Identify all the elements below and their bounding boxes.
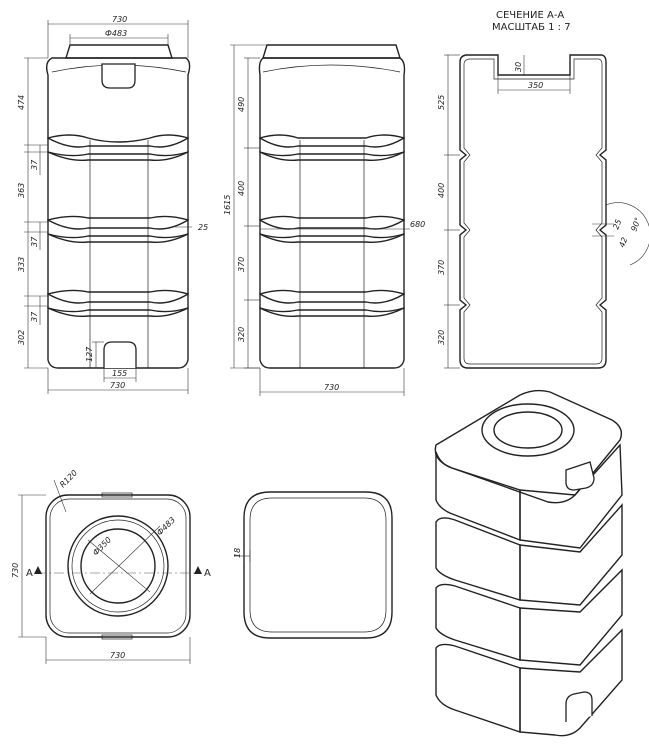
iso-neck-inner <box>493 411 563 449</box>
dim-sec-s4: 320 <box>437 330 446 345</box>
top-inner-opening <box>80 528 156 604</box>
cross-outer <box>243 491 393 639</box>
front-view: 730 Ф483 474 37 363 37 333 37 302 25 127… <box>17 15 208 394</box>
dim-mid-width: 680 <box>410 220 425 229</box>
front-section-4 <box>47 306 189 369</box>
dim-groove-depth: 25 <box>611 218 623 231</box>
dim-neck-depth: 30 <box>514 62 523 72</box>
dim-sec-s2: 400 <box>437 183 446 198</box>
dim-h6: 37 <box>30 311 39 322</box>
dim-groove-angle: 90° <box>629 216 642 232</box>
dim-groove-height: 42 <box>617 236 629 249</box>
dim-top-width: 730 <box>110 651 125 660</box>
front-bottom-hatch <box>103 341 137 368</box>
dim-inner-diameter: Ф350 <box>91 535 113 557</box>
dim-corner-radius: R120 <box>58 468 79 489</box>
section-scale: МАСШТАБ 1 : 7 <box>492 22 571 33</box>
side-neck <box>262 44 401 59</box>
dim-s4: 320 <box>237 327 246 342</box>
iso-top-cap <box>434 389 623 504</box>
dim-h7: 302 <box>17 330 26 345</box>
front-neck <box>65 44 173 59</box>
dim-top-height: 730 <box>11 563 20 578</box>
iso-tier4-left <box>435 643 521 733</box>
iso-top-hatch <box>565 461 595 491</box>
section-a-a: СЕЧЕНИЕ А-А МАСШТАБ 1 : 7 350 30 525 400… <box>437 10 649 369</box>
iso-tier2-right <box>519 503 623 606</box>
dim-h5: 333 <box>17 257 26 272</box>
side-body-top <box>258 57 406 139</box>
top-outer-ring <box>67 515 169 617</box>
dim-hatch-height: 127 <box>85 346 94 362</box>
section-title: СЕЧЕНИЕ А-А <box>496 10 564 21</box>
front-rib-2 <box>47 218 189 239</box>
front-body-top <box>45 57 191 143</box>
dim-h3: 363 <box>17 183 26 198</box>
dim-h2: 37 <box>30 159 39 170</box>
dim-outer-diameter: Ф483 <box>155 515 177 537</box>
dim-neck-diameter: Ф483 <box>105 29 127 38</box>
front-section-3 <box>47 232 189 295</box>
iso-tier1-right <box>519 443 623 549</box>
dim-h4: 37 <box>30 236 39 247</box>
dim-hatch-width: 155 <box>112 369 127 378</box>
dim-neck-width: 350 <box>528 81 543 90</box>
dim-wall: 18 <box>233 548 242 558</box>
front-top-hatch <box>101 63 136 89</box>
dim-sec-s3: 370 <box>437 260 446 275</box>
front-rib-3 <box>47 292 189 313</box>
iso-tier2-left <box>435 517 521 601</box>
front-rib-1 <box>47 136 189 157</box>
iso-neck-outer <box>481 403 575 457</box>
dim-s1: 490 <box>237 97 246 112</box>
top-view: R120 Ф350 Ф483 A A 730 730 <box>11 468 211 664</box>
side-view: 1615 490 400 370 320 680 730 <box>223 44 425 396</box>
iso-tier1-left <box>435 451 521 542</box>
cross-section-view: 18 <box>233 491 393 639</box>
iso-tier4-right <box>519 628 623 737</box>
dim-width-bottom: 730 <box>110 381 125 390</box>
iso-tier3-right <box>519 568 623 666</box>
section-mark-right: A <box>204 568 211 579</box>
section-mark-left: A <box>26 568 33 579</box>
dim-sec-s1: 525 <box>437 95 446 110</box>
dim-h1: 474 <box>17 95 26 110</box>
dim-width-top: 730 <box>112 15 127 24</box>
section-outline <box>459 54 607 369</box>
iso-bottom-hatch <box>565 691 593 722</box>
dim-total-height: 1615 <box>223 195 232 215</box>
top-outline <box>45 494 191 638</box>
dim-side-width: 730 <box>324 383 339 392</box>
front-section-2 <box>47 150 189 221</box>
dim-s3: 370 <box>237 257 246 272</box>
dim-s2: 400 <box>237 181 246 196</box>
dim-rib-depth: 25 <box>198 223 208 232</box>
isometric-view <box>434 389 623 737</box>
